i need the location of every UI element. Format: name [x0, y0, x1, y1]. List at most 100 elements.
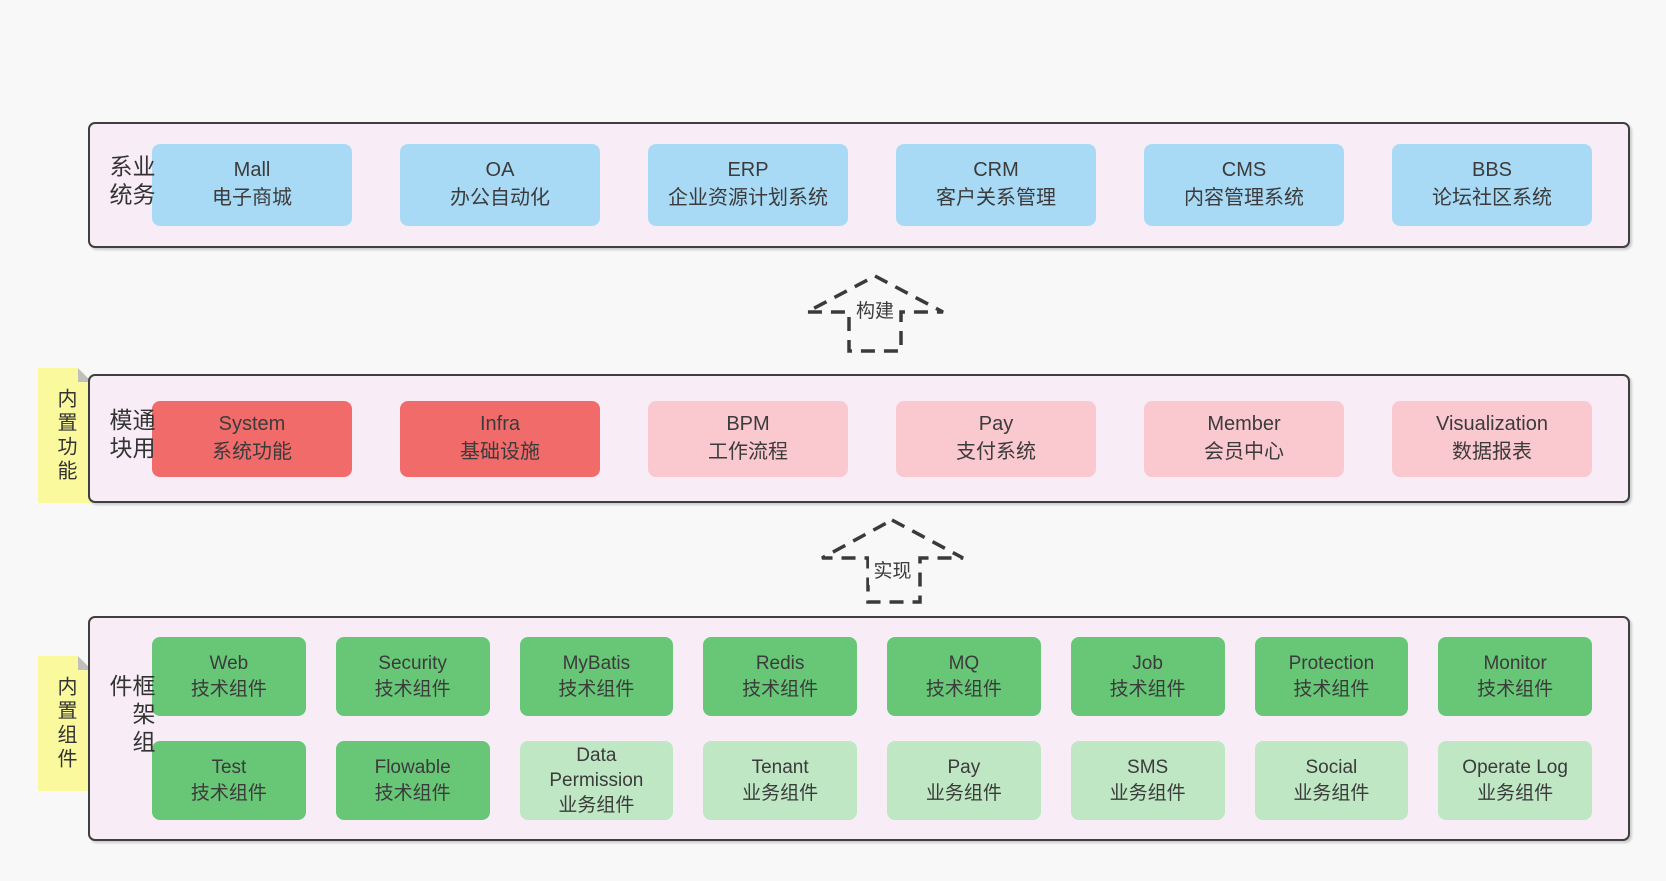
- business-boxes-row: Mall 电子商城 OA 办公自动化 ERP 企业资源计划系统 CRM 客户关系…: [152, 144, 1592, 226]
- box-subtitle: 技术组件: [190, 678, 267, 700]
- box-mq: MQ 技术组件: [887, 637, 1041, 716]
- box-title: Infra: [479, 412, 521, 435]
- sticky-note-text: 内置组件: [54, 675, 76, 772]
- common-modules-layer: 通用模块 System 系统功能 Infra 基础设施 BPM 工作流程 Pay…: [88, 374, 1630, 503]
- box-subtitle: 会员中心: [1204, 440, 1284, 463]
- box-oa: OA 办公自动化: [400, 144, 600, 226]
- build-arrow: 构建: [805, 274, 945, 353]
- dashed-up-arrow-icon: [806, 274, 944, 353]
- box-crm: CRM 客户关系管理: [896, 144, 1096, 226]
- box-title: Web: [209, 653, 249, 675]
- component-row-2: Test 技术组件 Flowable 技术组件 Data Permission …: [152, 741, 1592, 820]
- box-subtitle: 业务组件: [558, 795, 635, 817]
- box-subtitle: 企业资源计划系统: [668, 187, 828, 209]
- box-member: Member 会员中心: [1144, 400, 1344, 477]
- box-subtitle: 支付系统: [956, 440, 1036, 463]
- box-title: SMS: [1127, 757, 1169, 779]
- box-subtitle: 技术组件: [374, 782, 451, 804]
- box-title: Pay: [978, 412, 1014, 435]
- component-boxes-grid: Web 技术组件 Security 技术组件 MyBatis 技术组件 Redi…: [152, 637, 1592, 820]
- implement-arrow: 实现: [820, 518, 965, 604]
- business-systems-layer: 业务系统 Mall 电子商城 OA 办公自动化 ERP 企业资源计划系统 CRM…: [88, 122, 1630, 248]
- module-boxes-row: System 系统功能 Infra 基础设施 BPM 工作流程 Pay 支付系统…: [152, 400, 1592, 477]
- box-title: ERP: [727, 159, 769, 182]
- box-subtitle: 系统功能: [212, 440, 292, 463]
- box-subtitle: 业务组件: [925, 782, 1002, 804]
- arrow-label: 构建: [850, 294, 900, 325]
- box-subtitle: 技术组件: [1477, 678, 1554, 700]
- layer-label-components: 框架组件: [106, 673, 155, 758]
- box-system: System 系统功能: [152, 400, 352, 477]
- box-title: Test: [211, 757, 247, 779]
- box-title: Monitor: [1483, 653, 1547, 675]
- box-subtitle: 数据报表: [1452, 440, 1532, 463]
- box-title: Protection: [1288, 653, 1375, 675]
- box-title: Pay: [947, 757, 981, 779]
- box-redis: Redis 技术组件: [703, 637, 857, 716]
- component-row-1: Web 技术组件 Security 技术组件 MyBatis 技术组件 Redi…: [152, 637, 1592, 716]
- box-title: CRM: [973, 159, 1019, 182]
- sticky-note-text: 内置功能: [54, 387, 76, 484]
- box-title: CMS: [1221, 159, 1267, 182]
- box-title: OA: [485, 159, 515, 182]
- box-operate-log: Operate Log 业务组件: [1438, 741, 1592, 820]
- box-cms: CMS 内容管理系统: [1144, 144, 1344, 226]
- box-bpm: BPM 工作流程: [648, 400, 848, 477]
- box-infra: Infra 基础设施: [400, 400, 600, 477]
- box-monitor: Monitor 技术组件: [1438, 637, 1592, 716]
- box-subtitle: 技术组件: [558, 678, 635, 700]
- box-subtitle: 业务组件: [1293, 782, 1370, 804]
- box-security: Security 技术组件: [335, 637, 490, 716]
- box-subtitle: 技术组件: [190, 782, 267, 804]
- box-visualization: Visualization 数据报表: [1392, 400, 1592, 477]
- box-title: Member: [1207, 412, 1281, 435]
- box-subtitle: 基础设施: [460, 440, 540, 463]
- box-social: Social 业务组件: [1254, 741, 1409, 820]
- layer-label-modules: 通用模块: [106, 407, 155, 464]
- box-subtitle: 业务组件: [742, 782, 819, 804]
- box-title: Visualization: [1436, 412, 1548, 435]
- box-title: Social: [1305, 757, 1358, 779]
- box-web: Web 技术组件: [152, 637, 306, 716]
- box-subtitle: 技术组件: [1293, 678, 1370, 700]
- box-title: Flowable: [374, 757, 451, 779]
- box-title: BBS: [1471, 159, 1513, 182]
- box-title: Redis: [755, 653, 805, 675]
- box-sms: SMS 业务组件: [1070, 741, 1225, 820]
- box-flowable: Flowable 技术组件: [335, 741, 490, 820]
- arrow-label: 实现: [868, 554, 917, 585]
- box-subtitle: 工作流程: [708, 440, 788, 463]
- layer-label-business: 业务系统: [106, 154, 155, 211]
- box-subtitle: 业务组件: [1109, 782, 1186, 804]
- box-subtitle: 技术组件: [925, 678, 1002, 700]
- box-pay-component: Pay 业务组件: [887, 741, 1041, 820]
- box-subtitle: 电子商城: [212, 187, 292, 209]
- box-tenant: Tenant 业务组件: [703, 741, 857, 820]
- box-title: Job: [1132, 653, 1163, 675]
- box-subtitle: 客户关系管理: [936, 187, 1056, 209]
- box-subtitle: 论坛社区系统: [1432, 187, 1552, 209]
- box-job: Job 技术组件: [1070, 637, 1225, 716]
- box-subtitle: 办公自动化: [450, 187, 550, 209]
- box-title: Security: [378, 653, 447, 675]
- box-subtitle: 业务组件: [1477, 782, 1554, 804]
- box-title: Tenant: [751, 757, 809, 779]
- sticky-note-built-in-components: 内置组件: [38, 656, 92, 791]
- box-erp: ERP 企业资源计划系统: [648, 144, 848, 226]
- box-title: Operate Log: [1462, 757, 1568, 779]
- box-subtitle: 技术组件: [742, 678, 819, 700]
- box-title: Data Permission: [549, 744, 644, 791]
- box-title: Mall: [233, 159, 271, 182]
- box-title: BPM: [726, 412, 770, 435]
- box-subtitle: 技术组件: [1109, 678, 1186, 700]
- framework-components-layer: 框架组件 Web 技术组件 Security 技术组件 MyBatis 技术组件…: [88, 616, 1630, 841]
- box-mall: Mall 电子商城: [152, 144, 352, 226]
- box-mybatis: MyBatis 技术组件: [519, 637, 674, 716]
- box-bbs: BBS 论坛社区系统: [1392, 144, 1592, 226]
- dashed-up-arrow-icon: [821, 518, 964, 604]
- box-title: MyBatis: [562, 653, 631, 675]
- box-pay: Pay 支付系统: [896, 400, 1096, 477]
- box-data-permission: Data Permission 业务组件: [519, 741, 674, 820]
- box-protection: Protection 技术组件: [1254, 637, 1409, 716]
